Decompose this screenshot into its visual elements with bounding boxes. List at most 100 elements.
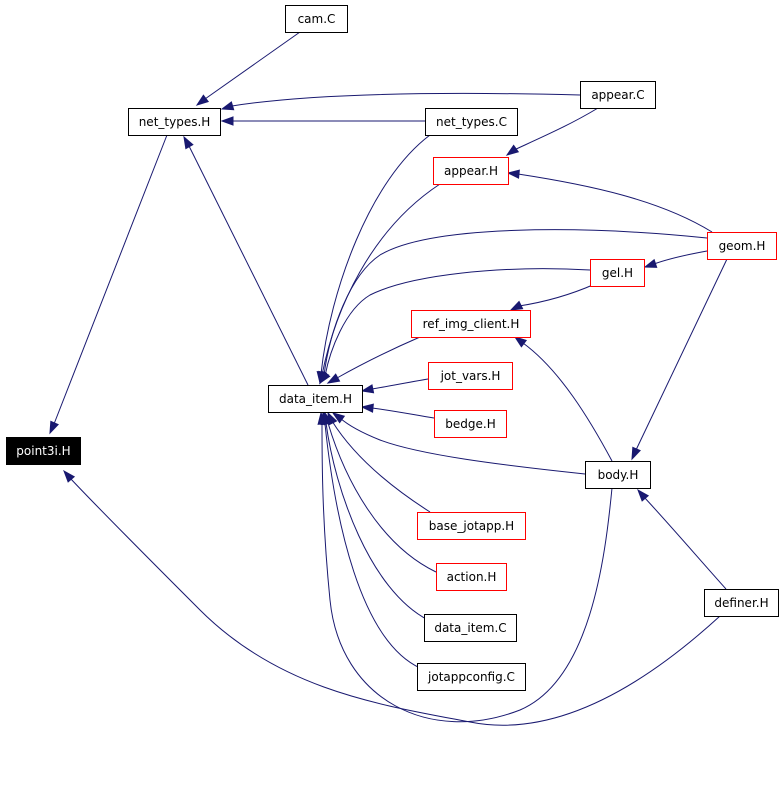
edge-line bbox=[69, 477, 721, 726]
node-net-types-h[interactable]: net_types.H bbox=[128, 108, 221, 136]
node-gel-h[interactable]: gel.H bbox=[590, 259, 645, 287]
edges-layer bbox=[49, 31, 728, 726]
arrowhead-icon bbox=[331, 412, 346, 424]
edge-body-h-to-ref-img-client-h bbox=[513, 336, 613, 462]
node-body-h[interactable]: body.H bbox=[585, 461, 651, 489]
arrowhead-icon bbox=[317, 411, 327, 425]
edge-body-h-to-data-item-h bbox=[331, 412, 586, 475]
node-jotappconfig-c[interactable]: jotappconfig.C bbox=[417, 663, 526, 691]
node-box bbox=[417, 512, 526, 540]
node-label: point3i.H bbox=[16, 444, 70, 458]
node-label: gel.H bbox=[602, 266, 633, 280]
edge-data-item-h-to-net-types-h bbox=[183, 135, 309, 386]
edge-line bbox=[327, 422, 437, 573]
node-label: net_types.H bbox=[139, 115, 211, 129]
nodes-layer: cam.C net_types.H appear.C net_types.Cappea… bbox=[6, 5, 779, 691]
node-box bbox=[704, 589, 779, 617]
edge-line bbox=[336, 336, 421, 379]
edge-line bbox=[324, 268, 591, 377]
edge-line bbox=[204, 31, 301, 100]
edge-appear-c-to-appear-h bbox=[505, 107, 599, 156]
node-cam-c[interactable]: cam.C bbox=[285, 5, 348, 33]
arrowhead-icon bbox=[195, 94, 210, 106]
edge-line bbox=[231, 92, 581, 107]
node-label: bedge.H bbox=[445, 417, 495, 431]
edge-ref-img-client-h-to-data-item-h bbox=[326, 336, 421, 384]
edge-jot-vars-h-to-data-item-h bbox=[360, 378, 429, 394]
node-label: jot_vars.H bbox=[440, 369, 501, 383]
edge-appear-h-to-data-item-h bbox=[318, 183, 441, 385]
arrowhead-icon bbox=[183, 135, 194, 150]
node-label: data_item.H bbox=[279, 392, 352, 406]
node-jot-vars-h[interactable]: jot_vars.H bbox=[428, 362, 513, 390]
node-box bbox=[6, 437, 81, 465]
edge-geom-h-to-appear-h bbox=[506, 169, 713, 233]
node-label: appear.H bbox=[444, 164, 498, 178]
edge-appear-c-to-net-types-h bbox=[220, 92, 581, 111]
node-label: base_jotapp.H bbox=[429, 519, 514, 533]
edge-line bbox=[371, 407, 435, 419]
node-label: net_types.C bbox=[436, 115, 507, 129]
node-label: jotappconfig.C bbox=[427, 670, 515, 684]
node-label: body.H bbox=[598, 468, 639, 482]
node-box bbox=[434, 410, 507, 438]
node-definer-h[interactable]: definer.H bbox=[704, 589, 779, 617]
edge-definer-h-to-body-h bbox=[637, 488, 727, 590]
edge-gel-h-to-data-item-h bbox=[319, 268, 591, 385]
edge-action-h-to-data-item-h bbox=[323, 411, 437, 573]
edge-line bbox=[331, 420, 431, 513]
edge-line bbox=[324, 423, 421, 669]
node-box bbox=[433, 157, 509, 185]
arrowhead-icon bbox=[509, 300, 524, 311]
node-label: action.H bbox=[447, 570, 497, 584]
node-point3i-h[interactable]: point3i.H bbox=[6, 437, 81, 465]
edge-data-item-c-to-data-item-h bbox=[321, 411, 429, 621]
node-action-h[interactable]: action.H bbox=[436, 563, 507, 591]
edge-line bbox=[321, 183, 441, 376]
arrowhead-icon bbox=[505, 144, 520, 156]
node-geom-h[interactable]: geom.H bbox=[707, 232, 777, 260]
node-box bbox=[707, 232, 777, 260]
edge-net-types-c-to-net-types-h bbox=[220, 116, 425, 126]
node-data-item-h[interactable]: data_item.H bbox=[268, 385, 363, 413]
arrowhead-icon bbox=[637, 488, 650, 502]
node-box bbox=[268, 385, 363, 413]
edge-line bbox=[635, 258, 728, 451]
edge-line bbox=[653, 250, 708, 265]
node-data-item-c[interactable]: data_item.C bbox=[424, 614, 517, 642]
node-label: appear.C bbox=[591, 88, 644, 102]
edge-definer-h-to-data-item-h bbox=[317, 411, 613, 723]
edge-geom-h-to-body-h bbox=[631, 258, 728, 461]
edge-line bbox=[323, 229, 708, 376]
edge-line bbox=[339, 417, 586, 475]
edge-bedge-h-to-data-item-h bbox=[360, 403, 435, 419]
edge-line bbox=[517, 173, 713, 233]
edge-line bbox=[371, 378, 429, 390]
node-ref-img-client-h[interactable]: ref_img_client.H bbox=[411, 310, 531, 338]
edge-line bbox=[325, 422, 429, 621]
node-box bbox=[285, 5, 348, 33]
node-appear-h[interactable]: appear.H bbox=[433, 157, 509, 185]
arrowhead-icon bbox=[513, 336, 528, 348]
node-label: geom.H bbox=[719, 239, 766, 253]
edge-definer-h-to-point3i-h bbox=[63, 469, 721, 726]
node-label: definer.H bbox=[714, 596, 768, 610]
node-box bbox=[411, 310, 531, 338]
node-appear-c[interactable]: appear.C bbox=[580, 81, 656, 109]
edge-line bbox=[321, 422, 613, 723]
node-net-types-c[interactable]: net_types.C bbox=[425, 108, 518, 136]
node-bedge-h[interactable]: bedge.H bbox=[434, 410, 507, 438]
edge-line bbox=[643, 496, 727, 590]
arrowhead-icon bbox=[360, 403, 374, 413]
edge-net-types-h-to-point3i-h bbox=[49, 134, 168, 435]
node-box bbox=[417, 663, 526, 691]
node-box bbox=[590, 259, 645, 287]
node-box bbox=[424, 614, 517, 642]
edge-line bbox=[518, 283, 596, 307]
node-label: cam.C bbox=[298, 12, 336, 26]
node-label: data_item.C bbox=[434, 621, 506, 635]
node-label: ref_img_client.H bbox=[423, 317, 520, 331]
node-base-jotapp-h[interactable]: base_jotapp.H bbox=[417, 512, 526, 540]
node-box bbox=[128, 108, 221, 136]
